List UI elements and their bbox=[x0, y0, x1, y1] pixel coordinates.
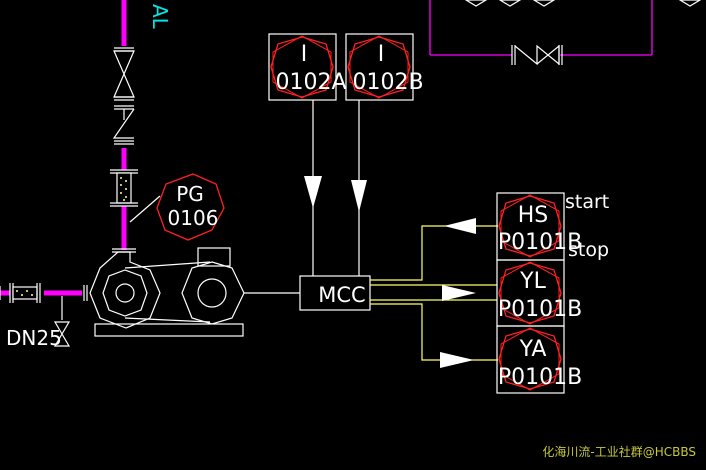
inlet-strainer-icon bbox=[9, 283, 41, 303]
yl-number: P0101B bbox=[498, 297, 582, 322]
instrument-yl-p0101b[interactable]: YL P0101B bbox=[496, 259, 582, 327]
valve-icon[interactable] bbox=[511, 44, 563, 66]
valve-icon[interactable] bbox=[113, 47, 135, 101]
top-left-label: AL bbox=[148, 4, 172, 30]
stop-label: stop bbox=[568, 239, 609, 261]
pg-tag-letters: PG bbox=[176, 182, 204, 206]
strainer-dots bbox=[120, 177, 127, 201]
i-0102a-number: 0102A bbox=[275, 70, 346, 95]
instrument-ya-p0101b[interactable]: YA P0101B bbox=[496, 325, 582, 394]
ya-letters: YA bbox=[519, 337, 547, 362]
instrument-i-0102b[interactable]: I 0102B bbox=[345, 33, 424, 101]
instrument-signal-lines bbox=[312, 100, 360, 276]
mcc-box[interactable] bbox=[299, 275, 371, 311]
i-0102a-letters: I bbox=[301, 42, 308, 67]
top-pipe-loop bbox=[429, 0, 653, 56]
mcc-signal-lines bbox=[370, 225, 498, 361]
arrow-icon bbox=[440, 352, 474, 368]
strainer-icon bbox=[110, 169, 138, 207]
mcc-label: MCC bbox=[318, 283, 365, 307]
watermark: 化海川流-工业社群@HCBBS bbox=[542, 445, 696, 459]
hs-number: P0101B bbox=[498, 230, 582, 255]
pg-tag-number: 0106 bbox=[168, 206, 219, 230]
arrow-icon bbox=[442, 285, 476, 301]
start-label: start bbox=[565, 191, 609, 213]
valve-icon[interactable] bbox=[53, 296, 71, 347]
instrument-i-0102a[interactable]: I 0102A bbox=[268, 33, 347, 101]
pg-leader-line bbox=[129, 195, 161, 223]
arrow-icon bbox=[444, 218, 476, 234]
i-0102b-number: 0102B bbox=[352, 70, 423, 95]
pg-0106-bubble[interactable] bbox=[156, 173, 225, 241]
yl-letters: YL bbox=[519, 269, 546, 294]
i-0102b-letters: I bbox=[378, 42, 385, 67]
pipe-size-label: DN25 bbox=[6, 326, 62, 350]
pump-icon[interactable] bbox=[83, 247, 245, 337]
valve-icon[interactable] bbox=[464, 0, 702, 7]
inlet-strainer-dots bbox=[16, 290, 33, 296]
arrow-icon bbox=[351, 180, 367, 212]
hs-letters: HS bbox=[518, 203, 549, 228]
arrow-icon bbox=[304, 176, 322, 208]
ya-number: P0101B bbox=[498, 365, 582, 390]
check-valve-icon[interactable] bbox=[112, 105, 135, 145]
